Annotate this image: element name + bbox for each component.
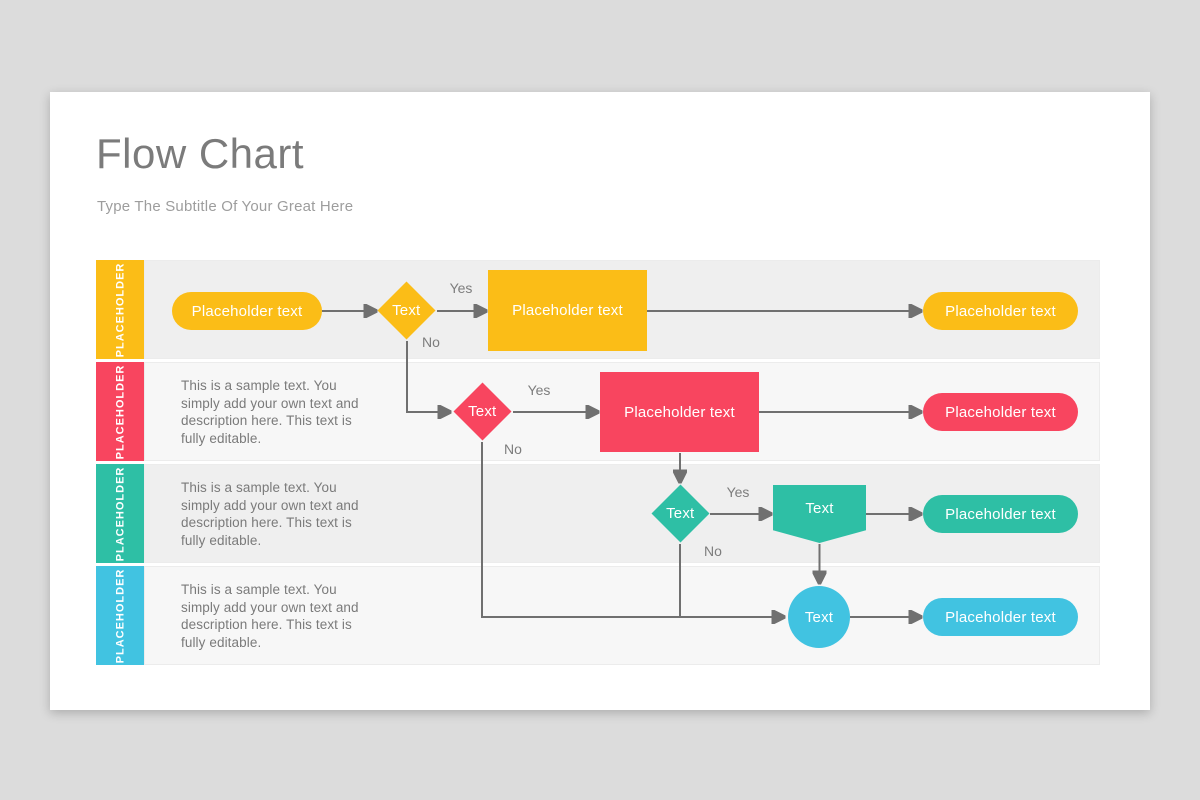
row-2-end-node: Placeholder text: [923, 393, 1078, 431]
row-1-no-label: No: [422, 334, 440, 350]
page-title: Flow Chart: [96, 130, 305, 177]
row-3-side-label-bar: PLACEHOLDER: [96, 464, 144, 563]
row-1-process-node: Placeholder text: [488, 270, 647, 351]
row-3-end-node: Placeholder text: [923, 495, 1078, 533]
row-2-end-node-label: Placeholder text: [945, 403, 1056, 421]
row-2-process-node: Placeholder text: [600, 372, 759, 452]
row-4-end-node-label: Placeholder text: [945, 608, 1056, 626]
row-4-description-line-4: fully editable.: [181, 634, 262, 650]
row-1-start-node: Placeholder text: [172, 292, 322, 330]
row-2-side-label-bar: PLACEHOLDER: [96, 362, 144, 461]
row-1-end-node-label: Placeholder text: [945, 302, 1056, 320]
row-1-process-label: Placeholder text: [512, 302, 623, 319]
row-4-description-line-1: This is a sample text. You: [181, 582, 337, 597]
row-2-description-line-3: description here. This text is: [181, 413, 352, 428]
row-3-description-line-1: This is a sample text. You: [181, 480, 337, 495]
row-4-side-label-bar: PLACEHOLDER: [96, 566, 144, 665]
row-1-yes-label: Yes: [449, 280, 473, 296]
row-1-start-node-label: Placeholder text: [191, 302, 303, 320]
row-3-pentagon-node: Text: [773, 485, 866, 543]
row-2-no-label: No: [504, 441, 522, 457]
row-3-yes-label: Yes: [726, 484, 750, 500]
row-1-decision-label: Text: [392, 302, 421, 319]
row-2-yes-label: Yes: [527, 382, 551, 398]
slide-card: Flow Chart Type The Subtitle Of Your Gre…: [50, 92, 1150, 710]
row-2-decision-label: Text: [468, 403, 497, 420]
row-3-end-node-label: Placeholder text: [945, 505, 1056, 523]
row-2-description-line-1: This is a sample text. You: [181, 378, 337, 393]
row-2-process-label: Placeholder text: [624, 403, 735, 421]
flowchart-canvas: PLACEHOLDER PLACEHOLDER PLACEHOLDER PLAC…: [96, 260, 1100, 666]
row-3-description: This is a sample text. You simply add yo…: [181, 479, 359, 549]
row-3-description-line-3: description here. This text is: [181, 515, 352, 530]
row-3-description-line-4: fully editable.: [181, 532, 262, 548]
row-1-side-label-bar: PLACEHOLDER: [96, 260, 144, 359]
row-2-description: This is a sample text. You simply add yo…: [181, 377, 359, 447]
row-3-no-label: No: [704, 543, 722, 559]
row-3-pentagon-label: Text: [805, 499, 834, 517]
row-4-description: This is a sample text. You simply add yo…: [181, 581, 359, 651]
row-2-description-line-4: fully editable.: [181, 430, 262, 446]
row-4-end-node: Placeholder text: [923, 598, 1078, 636]
row-4-terminal-node: Text: [788, 586, 850, 648]
row-2-description-line-2: simply add your own text and: [181, 395, 359, 411]
row-3-description-line-2: simply add your own text and: [181, 497, 359, 513]
row-3-decision-label: Text: [666, 505, 695, 522]
page-subtitle: Type The Subtitle Of Your Great Here: [97, 198, 354, 215]
row-1-end-node: Placeholder text: [923, 292, 1078, 330]
row-4-description-line-2: simply add your own text and: [181, 599, 359, 615]
flow-connectors: [322, 260, 1100, 666]
row-4-terminal-label: Text: [804, 608, 834, 626]
row-4-description-line-3: description here. This text is: [181, 617, 352, 632]
